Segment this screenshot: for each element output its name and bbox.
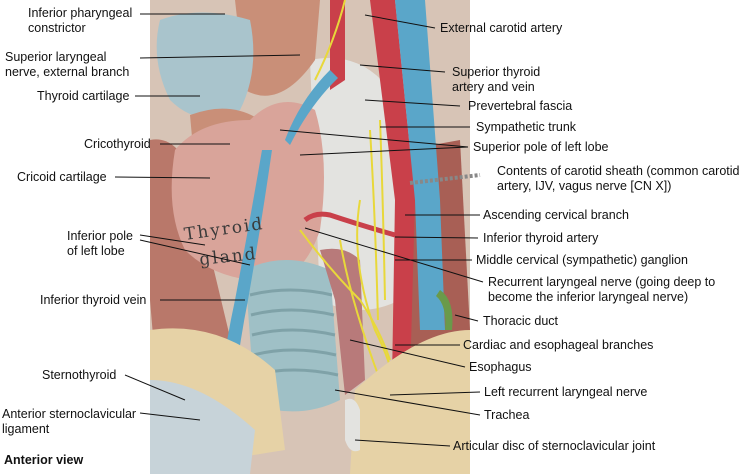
label-carotid-sheath-contents: Contents of carotid sheath (common carot… bbox=[497, 164, 740, 193]
label-prevertebral-fascia: Prevertebral fascia bbox=[468, 99, 573, 113]
label-superior-laryngeal-nerve: Superior laryngeal nerve, external branc… bbox=[5, 50, 130, 79]
sternoclavicular-ligament-shape bbox=[150, 380, 255, 474]
leader-lines bbox=[114, 13, 484, 447]
label-trachea: Trachea bbox=[484, 408, 530, 422]
thoracic-duct-shape bbox=[436, 290, 453, 330]
label-recurrent-laryngeal-nerve: Recurrent laryngeal nerve (going deep to… bbox=[488, 275, 716, 304]
label-sternothyroid: Sternothyroid bbox=[42, 368, 117, 382]
label-external-carotid-artery: External carotid artery bbox=[440, 21, 563, 35]
label-inferior-pharyngeal-constrictor: Inferior pharyngeal constrictor bbox=[28, 6, 133, 35]
thyroid-gland-shape bbox=[171, 102, 324, 282]
label-superior-pole-left-lobe: Superior pole of left lobe bbox=[473, 140, 609, 154]
superior-thyroid-vein bbox=[285, 70, 338, 145]
label-middle-cervical-ganglion: Middle cervical (sympathetic) ganglion bbox=[476, 253, 688, 267]
pharyngeal-constrictor bbox=[235, 0, 320, 96]
label-sympathetic-trunk: Sympathetic trunk bbox=[476, 120, 577, 134]
label-left-recurrent-laryngeal-nerve: Left recurrent laryngeal nerve bbox=[484, 385, 648, 399]
external-carotid-shape bbox=[330, 0, 345, 90]
view-caption: Anterior view bbox=[4, 453, 84, 467]
label-cardiac-esophageal-branches: Cardiac and esophageal branches bbox=[463, 338, 654, 352]
esophagus-shape bbox=[320, 248, 365, 395]
label-ascending-cervical-branch: Ascending cervical branch bbox=[483, 208, 629, 222]
label-thoracic-duct: Thoracic duct bbox=[483, 314, 559, 328]
label-inferior-thyroid-vein: Inferior thyroid vein bbox=[40, 293, 147, 307]
label-cricoid-cartilage: Cricoid cartilage bbox=[17, 170, 107, 184]
label-inferior-thyroid-artery: Inferior thyroid artery bbox=[483, 231, 599, 245]
articular-disc-shape bbox=[345, 398, 360, 452]
label-inferior-pole-left-lobe: Inferior pole of left lobe bbox=[67, 229, 134, 258]
label-superior-thyroid-artery-vein: Superior thyroid artery and vein bbox=[452, 65, 541, 94]
prevertebral-fascia bbox=[310, 58, 400, 310]
label-anterior-sternoclavicular-ligament: Anterior sternoclavicular ligament bbox=[2, 407, 137, 436]
carotid-sheath-strap bbox=[409, 173, 481, 185]
internal-jugular-vein bbox=[395, 0, 445, 330]
nerves bbox=[299, 0, 401, 411]
thyroid-cartilage-shape bbox=[156, 12, 254, 118]
label-articular-disc: Articular disc of sternoclavicular joint bbox=[453, 439, 656, 453]
label-thyroid-cartilage: Thyroid cartilage bbox=[37, 89, 130, 103]
common-carotid-artery bbox=[370, 0, 415, 380]
label-cricothyroid: Cricothyroid bbox=[84, 137, 151, 151]
label-esophagus: Esophagus bbox=[469, 360, 532, 374]
clavicle-right bbox=[350, 330, 470, 474]
